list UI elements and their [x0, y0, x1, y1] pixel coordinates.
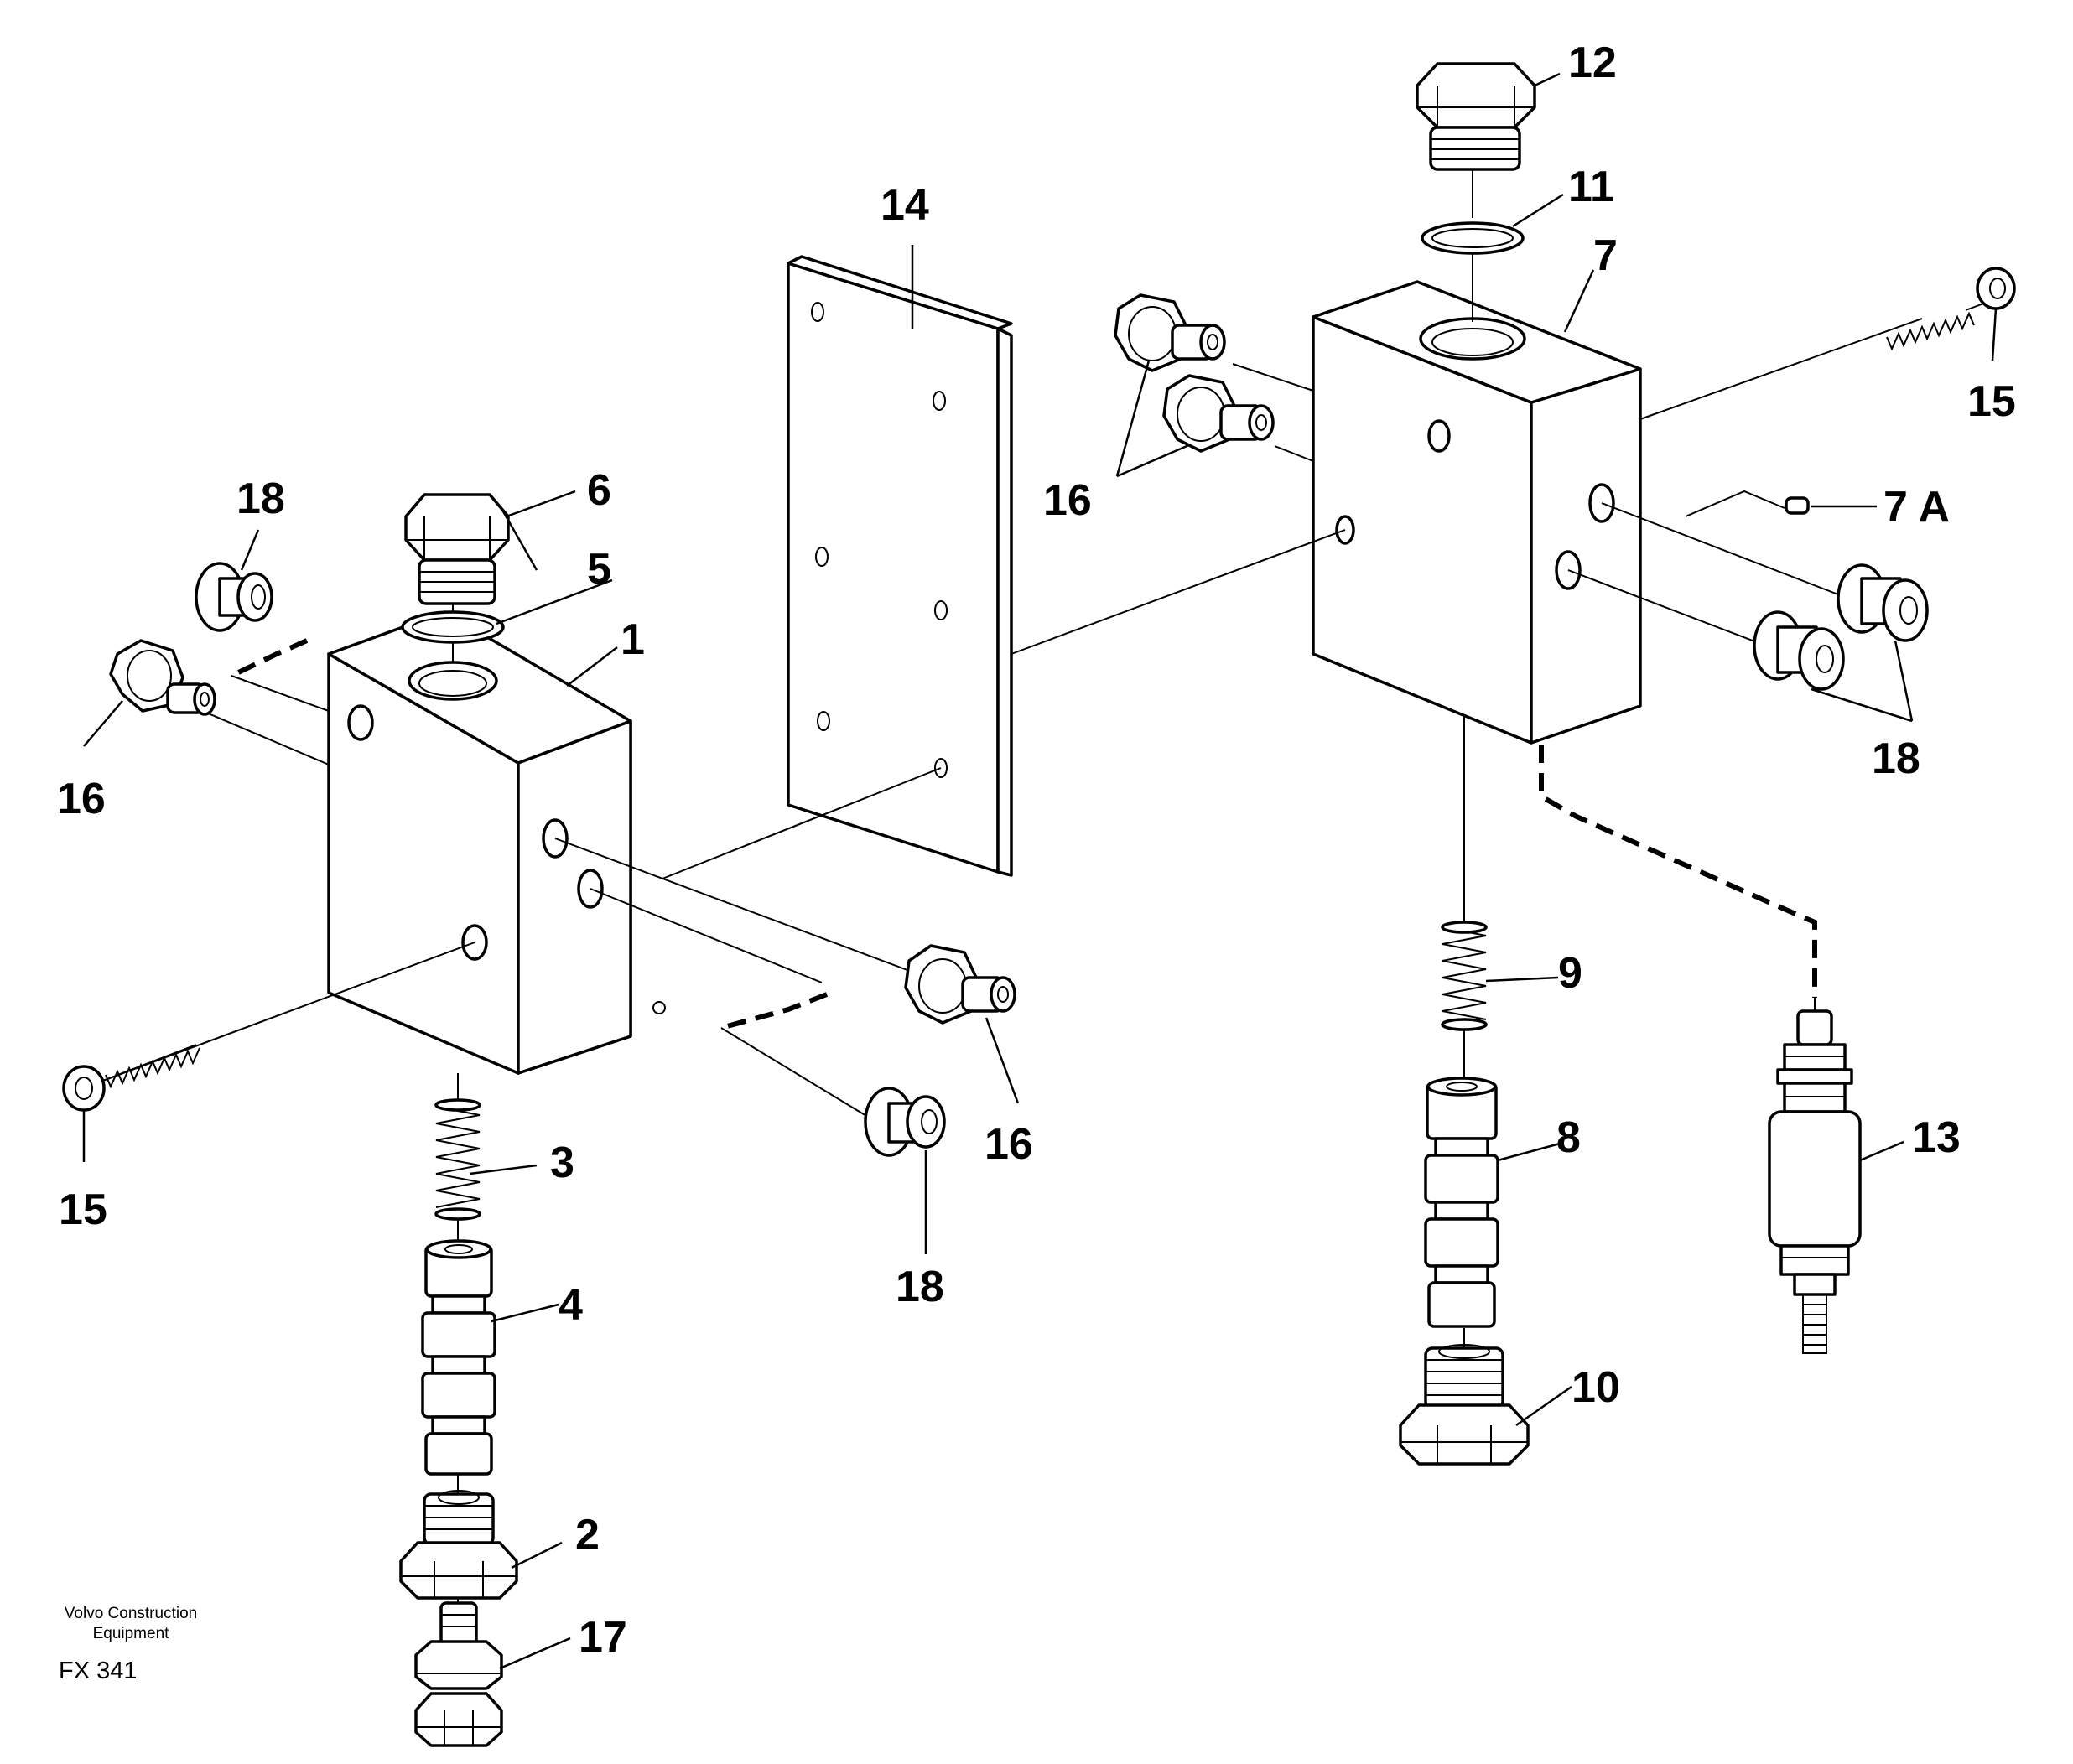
spring-part-9: [1441, 921, 1488, 1031]
publisher-credit: Volvo Construction Equipment FX 341: [59, 1605, 197, 1684]
mounting-plate-part-14: [787, 255, 1013, 877]
callout-3: 3: [550, 1139, 574, 1187]
callout-1: 1: [621, 615, 645, 664]
callout-13: 13: [1912, 1113, 1961, 1162]
fitting-part-16-left: [109, 639, 216, 716]
plug-part-12: [1416, 62, 1536, 171]
spring-part-3: [434, 1098, 481, 1221]
callout-6: 6: [587, 466, 611, 515]
poppet-part-4: [421, 1239, 496, 1476]
nut-part-2: [399, 1490, 518, 1600]
callout-12: 12: [1568, 39, 1617, 87]
callout-15-left: 15: [59, 1186, 107, 1234]
credit-line-1: Volvo Construction: [65, 1605, 197, 1622]
callout-16-left: 16: [57, 775, 106, 823]
pin-part-7a: [1785, 496, 1810, 515]
o-ring-part-5: [401, 610, 505, 644]
poppet-part-8: [1424, 1077, 1499, 1328]
callout-labels: 1 2 3 4 5 6 7 7 A 8 9 10 11 12 13 14 15 …: [57, 39, 2016, 1662]
callout-7: 7: [1593, 231, 1618, 280]
plug-part-18-left-lower: [864, 1087, 946, 1157]
plug-part-6: [404, 493, 510, 605]
fitting-part-16-right-upper: [1114, 293, 1226, 372]
callout-4: 4: [559, 1281, 583, 1330]
callout-2: 2: [575, 1511, 600, 1559]
sensor-part-13: [1768, 1009, 1862, 1354]
valve-block-part-7: [1312, 280, 1642, 745]
callout-16-center: 16: [985, 1120, 1033, 1169]
plug-part-18-right-lower: [1753, 610, 1845, 691]
callout-leaders: [82, 72, 1998, 1670]
fitting-part-16-left-lower: [904, 944, 1016, 1025]
callout-17: 17: [579, 1613, 627, 1662]
callout-18-right: 18: [1872, 734, 1920, 783]
screw-part-15-left: [62, 1044, 200, 1112]
callout-8: 8: [1556, 1113, 1581, 1162]
callout-9: 9: [1558, 949, 1582, 998]
callout-15-right: 15: [1967, 377, 2016, 426]
screw-part-15-right: [1886, 267, 2016, 351]
valve-block-part-1: [327, 610, 666, 1075]
callout-10: 10: [1572, 1363, 1620, 1412]
o-ring-part-11: [1421, 221, 1525, 255]
credit-line-2: Equipment: [93, 1625, 170, 1642]
fitting-part-16-right-lower: [1162, 374, 1275, 453]
callout-14: 14: [881, 181, 929, 230]
callout-18-center: 18: [896, 1263, 944, 1311]
plug-part-18-left: [195, 562, 273, 632]
figure-code: FX 341: [59, 1658, 138, 1684]
callout-11: 11: [1568, 163, 1614, 211]
callout-7a: 7 A: [1883, 483, 1950, 532]
callout-5: 5: [587, 545, 611, 594]
callout-18-left: 18: [236, 475, 285, 523]
nut-part-10: [1399, 1344, 1530, 1466]
fitting-part-17: [414, 1601, 503, 1747]
callout-16-right: 16: [1043, 476, 1092, 525]
plug-part-18-right-upper: [1837, 563, 1929, 642]
assembly-lines: [100, 159, 1923, 1603]
